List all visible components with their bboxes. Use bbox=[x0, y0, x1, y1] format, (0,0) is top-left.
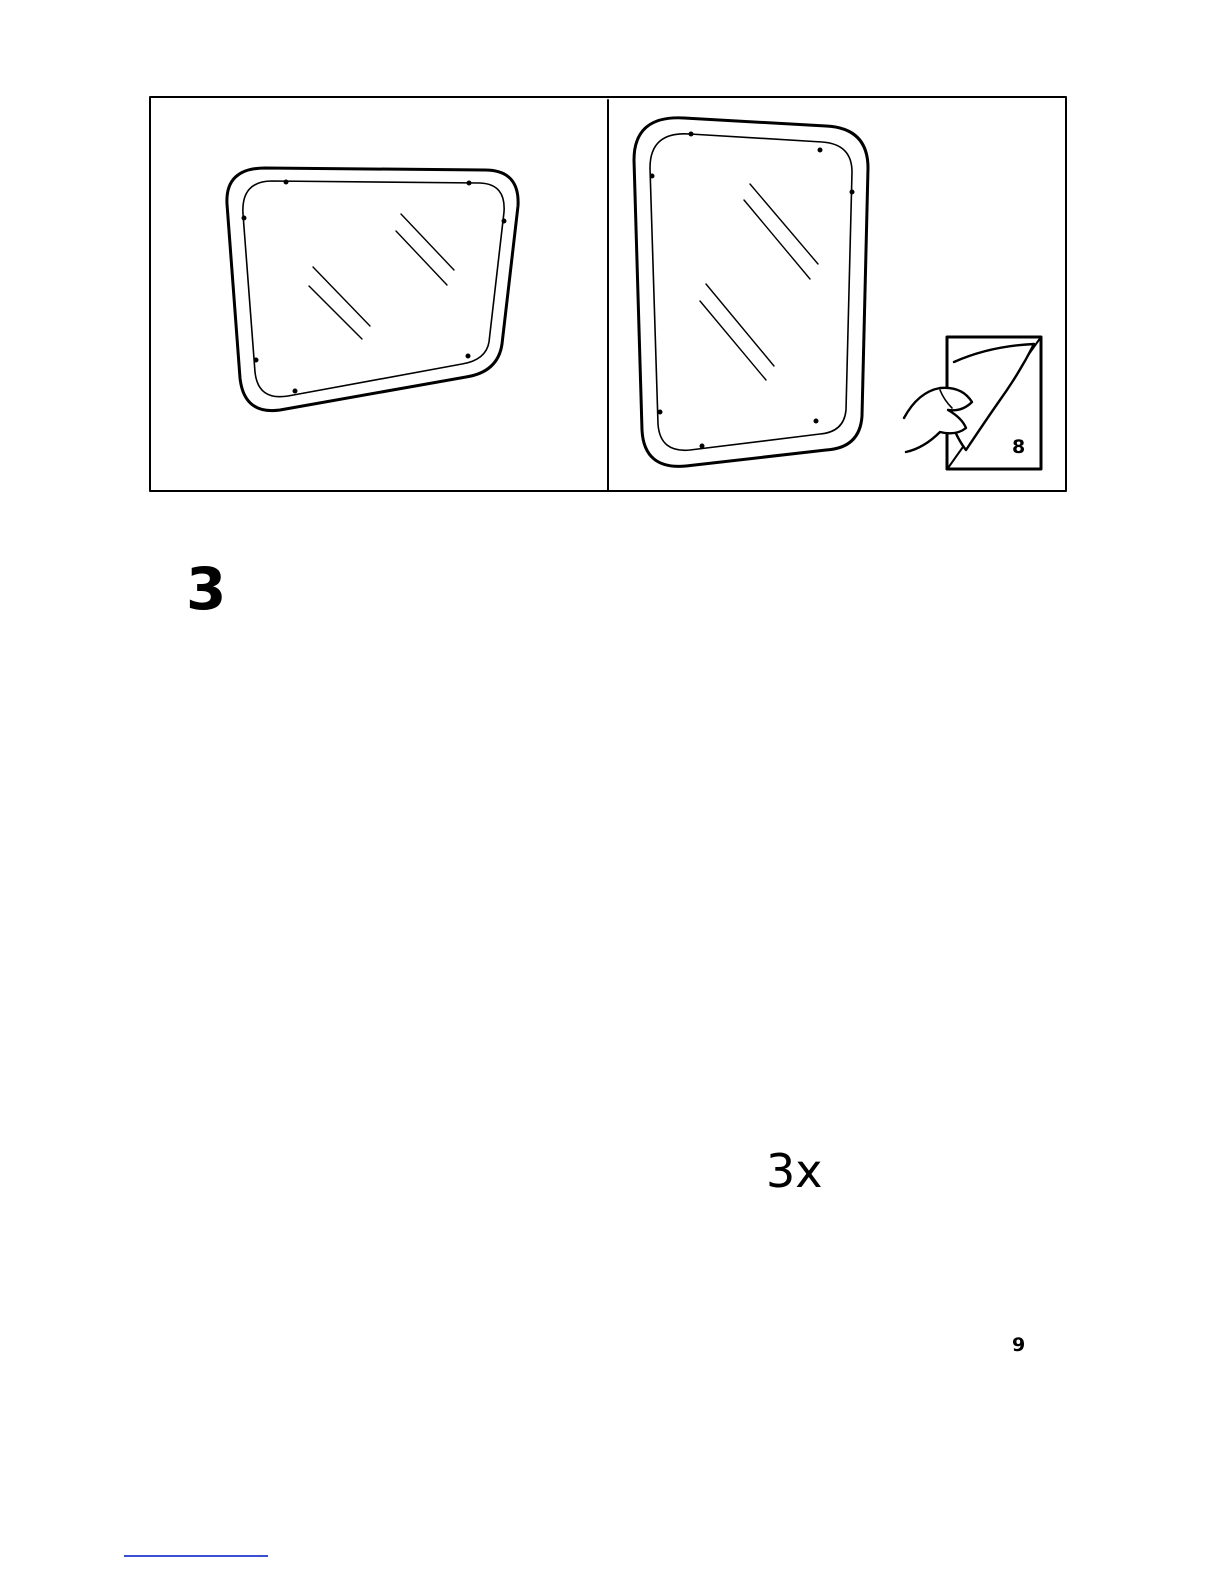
page-reference-label: 9 bbox=[1012, 1334, 1025, 1356]
footer-link-underline[interactable] bbox=[124, 1555, 268, 1557]
page-reference-label: 8 bbox=[1012, 436, 1025, 458]
mirror-landscape bbox=[227, 168, 518, 411]
step-number: 3 bbox=[186, 560, 226, 618]
mirror-portrait bbox=[634, 118, 868, 467]
screw-count-label: 3x bbox=[766, 1148, 823, 1194]
